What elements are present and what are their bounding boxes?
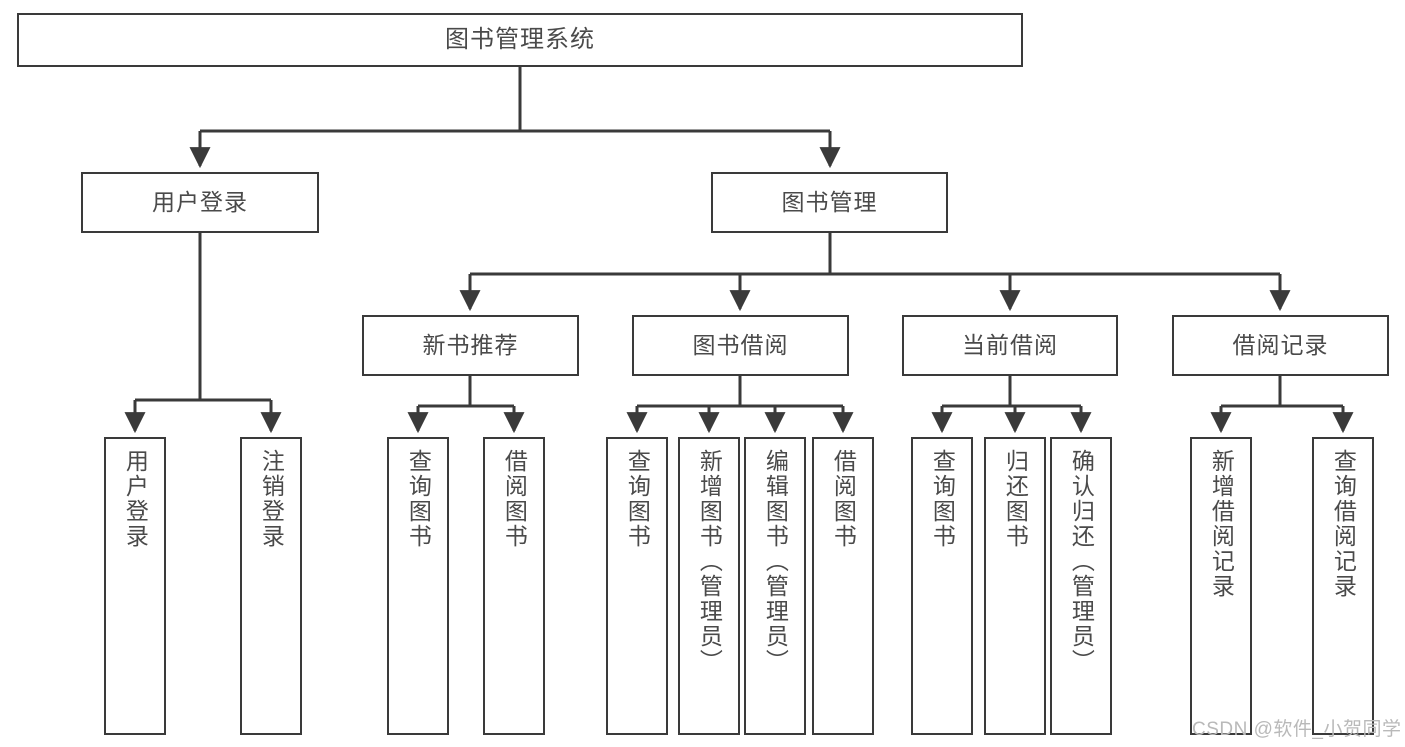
node-new-book-recommendation[interactable]: 新书推荐 xyxy=(362,315,579,376)
node-label: 用户登录 xyxy=(122,449,149,549)
node-book-borrowing[interactable]: 图书借阅 xyxy=(632,315,849,376)
node-label: 借阅图书 xyxy=(830,449,857,549)
leaf-borrow-book-rec[interactable]: 借阅图书 xyxy=(483,437,545,735)
node-label: 查询图书 xyxy=(624,449,651,549)
node-label: 图书借阅 xyxy=(692,331,789,358)
leaf-add-book-admin[interactable]: 新增图书（管理员） xyxy=(678,437,740,735)
leaf-user-login[interactable]: 用户登录 xyxy=(104,437,166,735)
node-label: 注销登录 xyxy=(258,449,285,549)
csdn-watermark: CSDN @软件_小贺同学 xyxy=(1192,719,1402,740)
leaf-borrow-book[interactable]: 借阅图书 xyxy=(812,437,874,735)
leaf-query-borrow-record[interactable]: 查询借阅记录 xyxy=(1312,437,1374,735)
node-label: 查询图书 xyxy=(929,449,956,549)
leaf-logout[interactable]: 注销登录 xyxy=(240,437,302,735)
leaf-edit-book-admin[interactable]: 编辑图书（管理员） xyxy=(744,437,806,735)
node-label: 新增借阅记录 xyxy=(1208,449,1235,599)
node-current-borrowing[interactable]: 当前借阅 xyxy=(902,315,1118,376)
node-label: 当前借阅 xyxy=(962,331,1058,358)
node-label: 新书推荐 xyxy=(422,331,519,358)
node-label: 图书管理系统 xyxy=(445,25,595,53)
leaf-confirm-return-admin[interactable]: 确认归还（管理员） xyxy=(1050,437,1112,735)
leaf-query-book-current[interactable]: 查询图书 xyxy=(911,437,973,735)
node-label: 查询图书 xyxy=(405,449,432,549)
node-label: 新增图书（管理员） xyxy=(696,449,723,674)
node-label: 确认归还（管理员） xyxy=(1068,449,1095,674)
node-book-management[interactable]: 图书管理 xyxy=(711,172,948,233)
node-borrowing-record[interactable]: 借阅记录 xyxy=(1172,315,1389,376)
node-label: 图书管理 xyxy=(781,188,878,215)
node-label: 借阅图书 xyxy=(501,449,528,549)
node-label: 编辑图书（管理员） xyxy=(762,449,789,674)
node-root-book-management-system[interactable]: 图书管理系统 xyxy=(17,13,1023,67)
leaf-return-book[interactable]: 归还图书 xyxy=(984,437,1046,735)
node-label: 查询借阅记录 xyxy=(1330,449,1357,599)
node-label: 用户登录 xyxy=(152,188,248,215)
leaf-query-book-rec[interactable]: 查询图书 xyxy=(387,437,449,735)
node-label: 归还图书 xyxy=(1002,449,1029,549)
leaf-add-borrow-record[interactable]: 新增借阅记录 xyxy=(1190,437,1252,735)
node-user-login[interactable]: 用户登录 xyxy=(81,172,319,233)
node-label: 借阅记录 xyxy=(1232,331,1329,358)
leaf-query-book-borrow[interactable]: 查询图书 xyxy=(606,437,668,735)
